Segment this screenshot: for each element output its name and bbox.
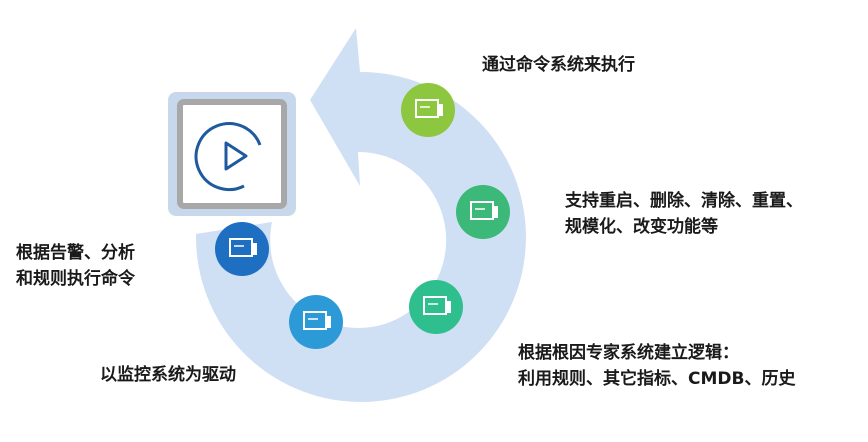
alarm-label-line2: 和规则执行命令 [16, 269, 135, 289]
functions-label-line1: 支持重启、删除、清除、重置、 [565, 191, 803, 211]
execute-step-icon [401, 83, 455, 137]
alarm-label: 根据告警、分析 和规则执行命令 [16, 240, 135, 292]
functions-label-line2: 规模化、改变功能等 [565, 217, 718, 237]
logic-label-line1: 根据根因专家系统建立逻辑： [518, 343, 739, 363]
logic-label: 根据根因专家系统建立逻辑： 利用规则、其它指标、CMDB、历史 [518, 340, 795, 392]
logic-step-icon [409, 280, 463, 334]
play-triangle-icon [224, 141, 248, 171]
play-circle-icon [194, 122, 262, 192]
alarm-step-icon [215, 222, 269, 276]
alarm-label-line1: 根据告警、分析 [16, 243, 135, 263]
monitor-step-icon [289, 295, 343, 349]
monitor-label: 以监控系统为驱动 [100, 365, 236, 385]
functions-label: 支持重启、删除、清除、重置、 规模化、改变功能等 [565, 188, 803, 240]
functions-step-icon [456, 185, 510, 239]
execute-label: 通过命令系统来执行 [482, 55, 635, 75]
logic-label-line2: 利用规则、其它指标、CMDB、历史 [518, 369, 796, 389]
